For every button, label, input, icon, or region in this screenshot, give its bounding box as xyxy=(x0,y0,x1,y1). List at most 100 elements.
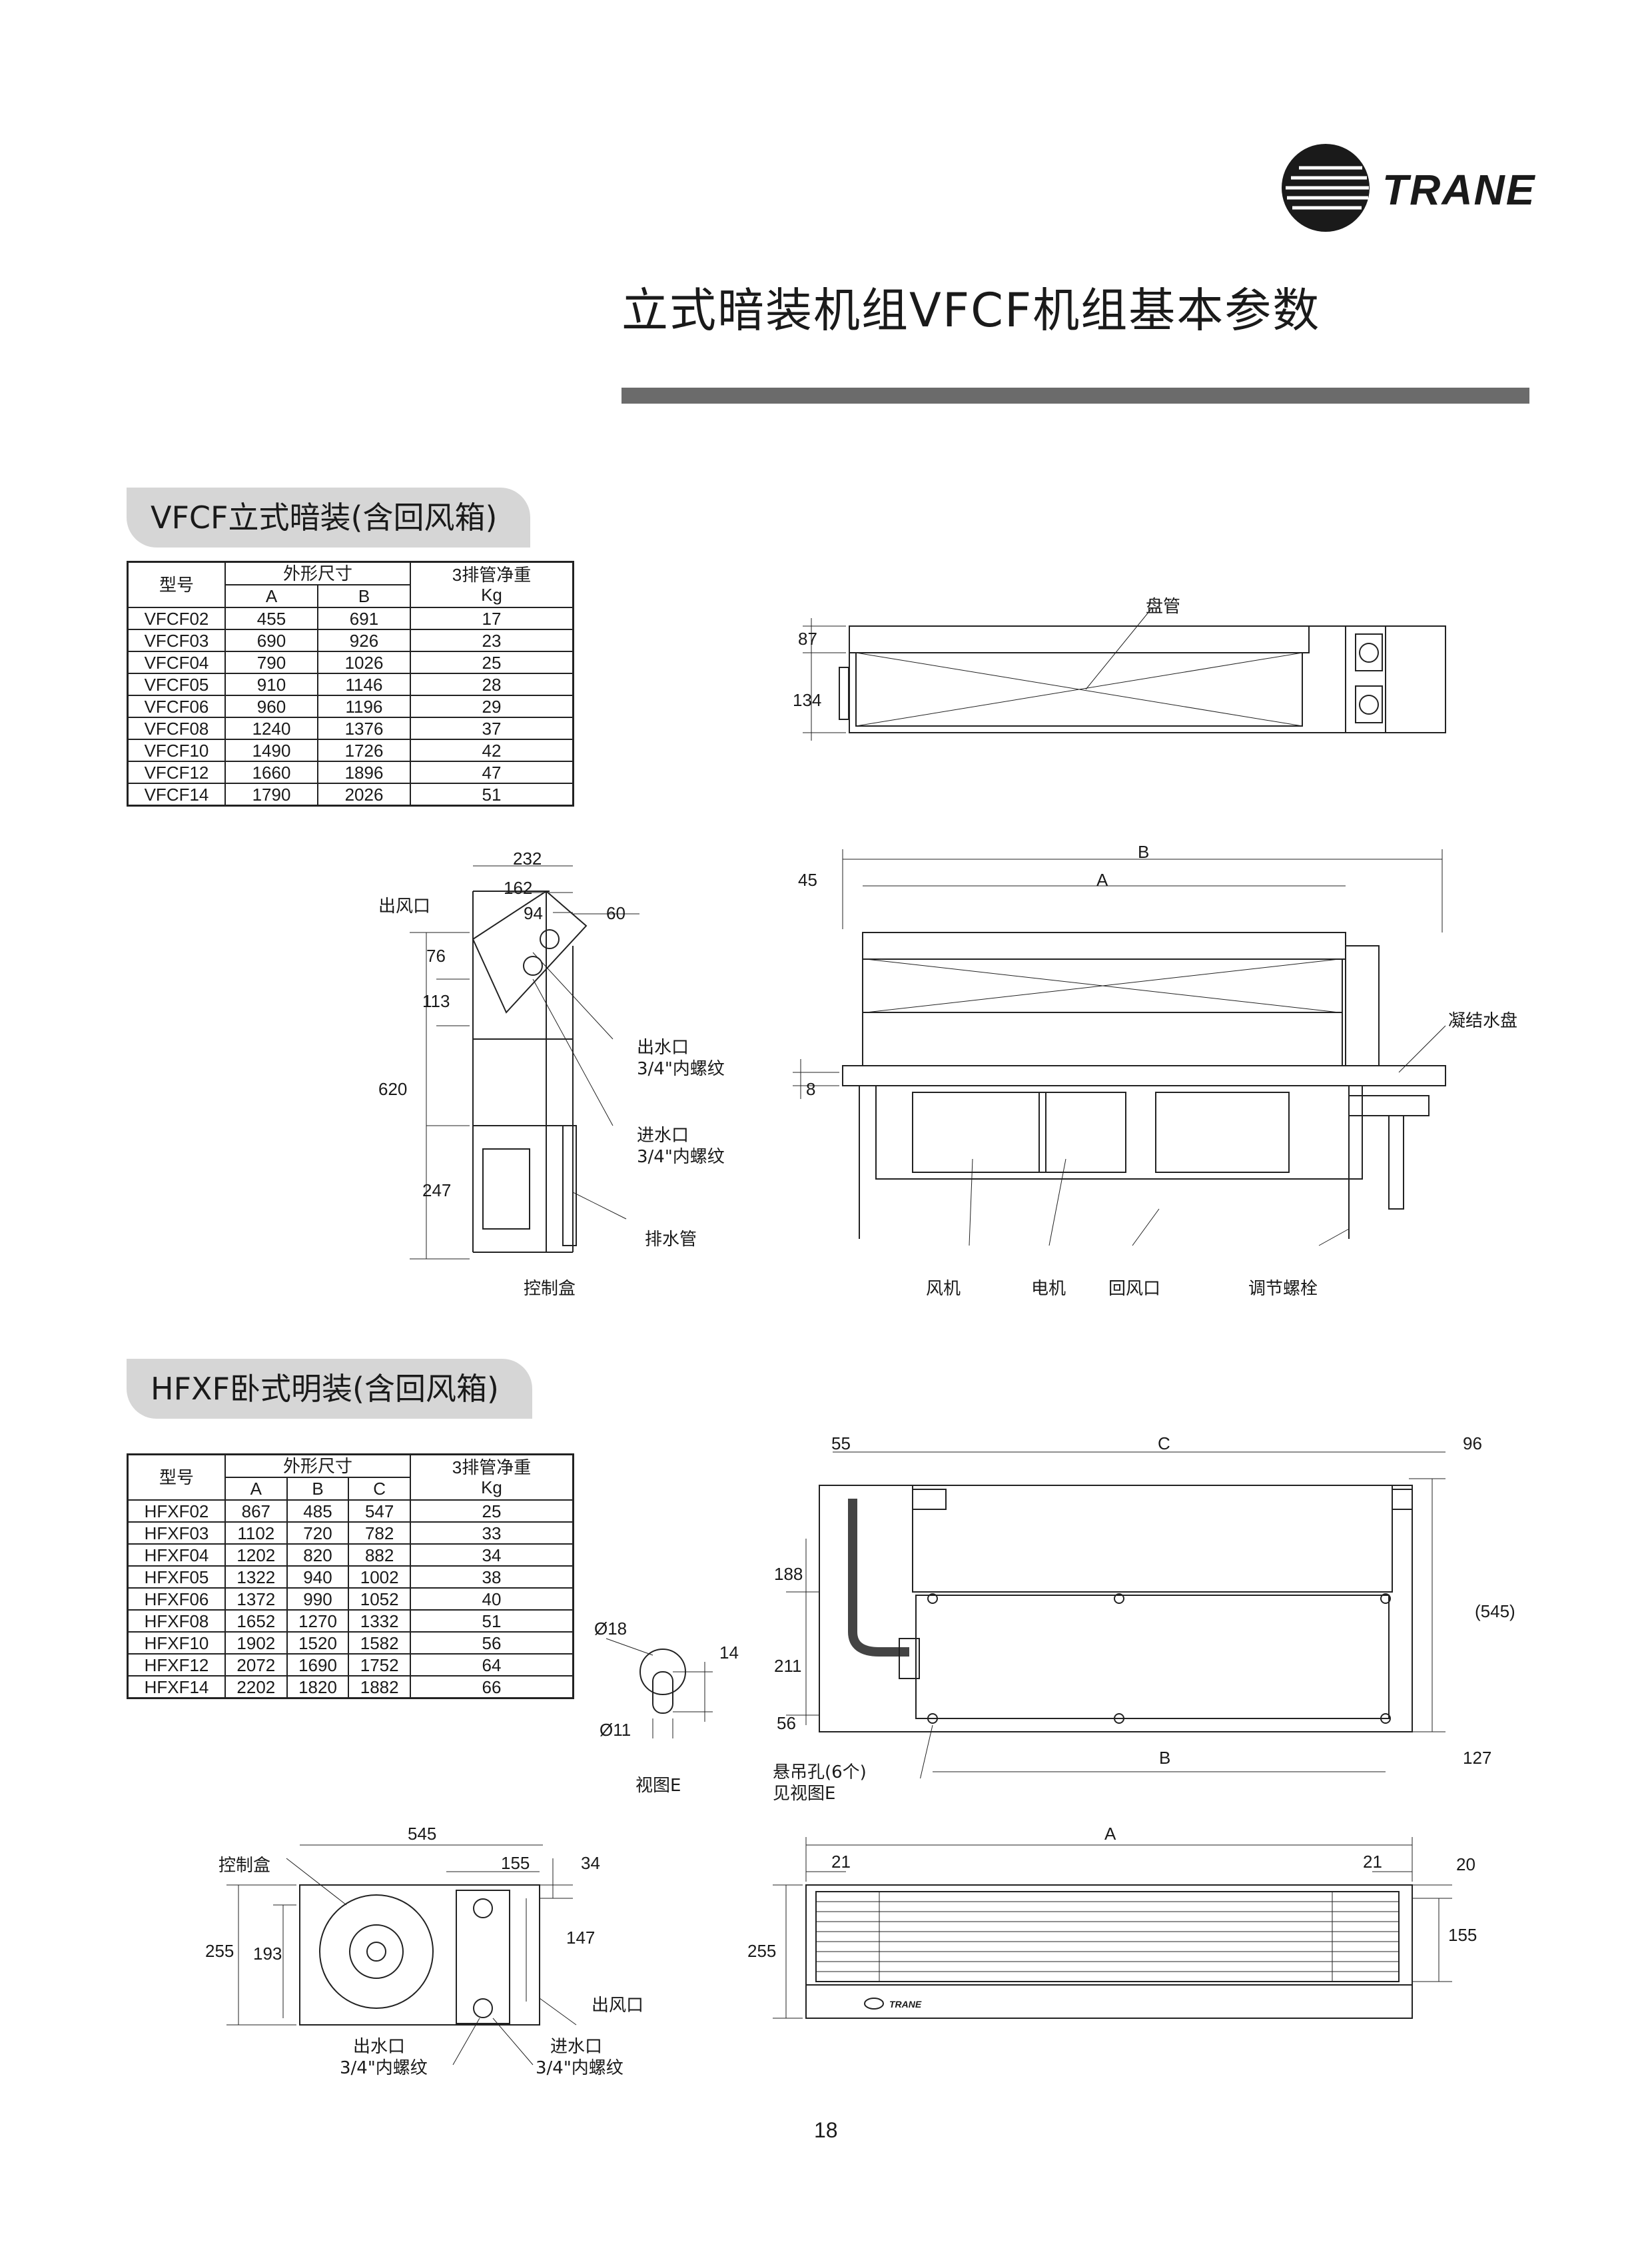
model-cell: VFCF08 xyxy=(127,717,226,740)
value-cell: 1002 xyxy=(348,1565,411,1589)
section-heading-vfcf: VFCF立式暗装(含回风箱) xyxy=(127,488,531,548)
value-cell: 1582 xyxy=(348,1631,411,1655)
value-cell: 690 xyxy=(224,629,318,652)
value-cell: 940 xyxy=(286,1565,350,1589)
dim-20: 20 xyxy=(1456,1854,1475,1874)
model-cell: VFCF14 xyxy=(127,783,226,807)
dim-147: 147 xyxy=(566,1928,596,1948)
value-cell: 455 xyxy=(224,607,318,630)
dim-60: 60 xyxy=(606,903,625,923)
dim-55: 55 xyxy=(831,1433,851,1453)
value-cell: 51 xyxy=(410,1609,574,1633)
model-cell: VFCF05 xyxy=(127,673,226,696)
value-cell: 960 xyxy=(224,695,318,718)
dim-134: 134 xyxy=(793,690,822,710)
value-cell: 782 xyxy=(348,1521,411,1545)
value-cell: 1270 xyxy=(286,1609,350,1633)
value-cell: 1196 xyxy=(317,695,411,718)
value-cell: 40 xyxy=(410,1587,574,1611)
weight-header-line1: 3排管净重 xyxy=(452,565,532,585)
vfcf-front-view-drawing xyxy=(786,846,1452,1252)
value-cell: 867 xyxy=(224,1499,288,1523)
dim-188: 188 xyxy=(774,1564,803,1584)
value-cell: 1690 xyxy=(286,1653,350,1677)
model-cell: HFXF14 xyxy=(127,1675,226,1699)
value-cell: 28 xyxy=(410,673,574,696)
model-cell: HFXF08 xyxy=(127,1609,226,1633)
dim-211: 211 xyxy=(774,1656,802,1676)
value-cell: 2072 xyxy=(224,1653,288,1677)
value-cell: 1752 xyxy=(348,1653,411,1677)
label-motor: 电机 xyxy=(1031,1279,1066,1299)
label-drain-pipe: 排水管 xyxy=(645,1230,697,1250)
value-cell: 2026 xyxy=(317,783,411,807)
value-cell: 1490 xyxy=(224,739,318,762)
trane-globe-icon xyxy=(1282,144,1370,232)
value-cell: 990 xyxy=(286,1587,350,1611)
value-cell: 56 xyxy=(410,1631,574,1655)
label-return-air: 回风口 xyxy=(1108,1279,1161,1299)
model-cell: HFXF05 xyxy=(127,1565,226,1589)
value-cell: 37 xyxy=(410,717,574,740)
dim-545: (545) xyxy=(1475,1601,1515,1621)
view-e-caption: 视图E xyxy=(635,1776,681,1796)
label-control-box: 控制盒 xyxy=(218,1856,271,1876)
value-cell: 1882 xyxy=(348,1675,411,1699)
value-cell: 1202 xyxy=(224,1543,288,1567)
label-water-out-thread: 3/4"内螺纹 xyxy=(340,2058,428,2078)
value-cell: 1652 xyxy=(224,1609,288,1633)
value-cell: 882 xyxy=(348,1543,411,1567)
dim-14: 14 xyxy=(719,1643,739,1663)
dim-A: A xyxy=(1096,870,1108,890)
dim-113: 113 xyxy=(422,991,450,1011)
value-cell: 1240 xyxy=(224,717,318,740)
hfxf-plan-view-drawing xyxy=(779,1432,1465,1778)
page-number: 18 xyxy=(814,2118,838,2142)
col-weight-header: 3排管净重 Kg xyxy=(410,1453,574,1501)
col-c-header: C xyxy=(348,1477,411,1501)
hfxf-front-view-drawing: TRANE xyxy=(766,1825,1465,2025)
dim-193: 193 xyxy=(253,1944,282,1964)
value-cell: 1726 xyxy=(317,739,411,762)
dim-255: 255 xyxy=(747,1941,777,1961)
vfcf-side-view-drawing xyxy=(373,846,679,1272)
value-cell: 485 xyxy=(286,1499,350,1523)
dim-B: B xyxy=(1138,842,1150,862)
label-water-in-thread: 3/4"内螺纹 xyxy=(536,2058,623,2078)
value-cell: 1896 xyxy=(317,761,411,784)
dim-127: 127 xyxy=(1463,1748,1492,1768)
dim-21-left: 21 xyxy=(831,1852,851,1872)
dim-620: 620 xyxy=(378,1079,408,1099)
label-water-in-thread: 3/4"内螺纹 xyxy=(637,1147,725,1167)
title-divider xyxy=(621,388,1529,404)
value-cell: 51 xyxy=(410,783,574,807)
value-cell: 2202 xyxy=(224,1675,288,1699)
value-cell: 33 xyxy=(410,1521,574,1545)
model-cell: HFXF12 xyxy=(127,1653,226,1677)
dim-155: 155 xyxy=(1448,1925,1477,1945)
value-cell: 910 xyxy=(224,673,318,696)
value-cell: 547 xyxy=(348,1499,411,1523)
dim-96: 96 xyxy=(1463,1433,1482,1453)
dim-162: 162 xyxy=(504,878,533,898)
dim-8: 8 xyxy=(806,1079,816,1099)
label-water-out: 出水口 xyxy=(353,2037,406,2057)
brand-name: TRANE xyxy=(1382,166,1536,214)
value-cell: 1520 xyxy=(286,1631,350,1655)
label-outlet: 出风口 xyxy=(378,897,431,917)
col-a-header: A xyxy=(224,1477,288,1501)
value-cell: 720 xyxy=(286,1521,350,1545)
value-cell: 42 xyxy=(410,739,574,762)
dim-d11: Ø11 xyxy=(600,1720,631,1740)
trane-logo xyxy=(1279,141,1532,234)
value-cell: 1790 xyxy=(224,783,318,807)
